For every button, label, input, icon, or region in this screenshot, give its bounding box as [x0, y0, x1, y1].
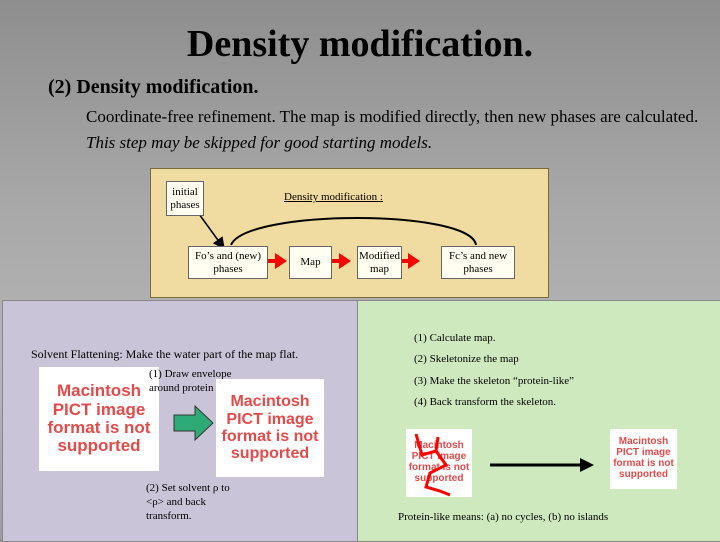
pict-placeholder-text: Macintosh PICT image format is not suppo…	[47, 381, 151, 456]
solvent-flattening-panel: Solvent Flattening: Make the water part …	[2, 300, 358, 542]
slide-title: Density modification.	[186, 23, 534, 65]
section-subtitle: (2) Density modification.	[48, 76, 259, 98]
initial-phases-box: initial phases	[166, 181, 204, 216]
modified-map-box: Modified map	[357, 246, 402, 279]
step-3: (3) Make the skeleton “protein-like”	[414, 375, 575, 387]
fo-new-phases-box: Fo’s and (new) phases	[188, 246, 268, 279]
modified-map-label: Modified map	[359, 249, 400, 275]
step-set-solvent: (2) Set solvent ρ to <ρ> and back transf…	[146, 482, 230, 522]
red-arrows	[268, 253, 420, 269]
density-modification-label: Density modification :	[284, 191, 383, 203]
step-4: (4) Back transform the skeleton.	[414, 396, 557, 408]
fc-new-phases-label: Fc’s and new phases	[448, 249, 508, 275]
step-draw-envelope: (1) Draw envelope around protein part	[149, 368, 234, 394]
density-modification-flow-diagram: initial phases Density modification : Fo…	[150, 168, 549, 298]
flow-arrows	[198, 213, 477, 269]
right-arrow-icon	[490, 458, 594, 472]
description-normal: Coordinate-free refinement. The map is m…	[86, 107, 699, 126]
description-text: Coordinate-free refinement. The map is m…	[86, 104, 706, 156]
pict-placeholder-text: Macintosh PICT image format is not suppo…	[613, 436, 674, 480]
initial-phases-label: initial phases	[170, 185, 200, 211]
green-arrow-icon	[173, 405, 214, 441]
map-box: Map	[289, 246, 332, 279]
initial-arrow	[198, 213, 225, 250]
pict-image-envelope: Macintosh PICT image format is not suppo…	[39, 367, 159, 471]
skeleton-trace	[414, 433, 451, 497]
pict-image-protein-like: Macintosh PICT image format is not suppo…	[610, 429, 677, 489]
skeletonization-panel: (1) Calculate map. (2) Skeletonize the m…	[357, 300, 720, 542]
solvent-flattening-heading: Solvent Flattening: Make the water part …	[31, 347, 299, 361]
protein-like-footer: Protein-like means: (a) no cycles, (b) n…	[398, 511, 609, 523]
map-label: Map	[300, 256, 321, 268]
pict-image-flattened: Macintosh PICT image format is not suppo…	[216, 379, 324, 477]
step-1: (1) Calculate map.	[414, 332, 496, 344]
description-italic: This step may be skipped for good starti…	[86, 133, 433, 152]
fo-new-phases-label: Fo’s and (new) phases	[195, 249, 261, 275]
pict-placeholder-text: Macintosh PICT image format is not suppo…	[221, 393, 319, 463]
fc-new-phases-box: Fc’s and new phases	[441, 246, 515, 279]
red-arrow-3	[401, 253, 420, 269]
step-2: (2) Skeletonize the map	[414, 353, 519, 365]
cycle-return-curve	[230, 217, 477, 246]
red-arrow-2	[332, 253, 351, 269]
red-arrow-1	[268, 253, 287, 269]
